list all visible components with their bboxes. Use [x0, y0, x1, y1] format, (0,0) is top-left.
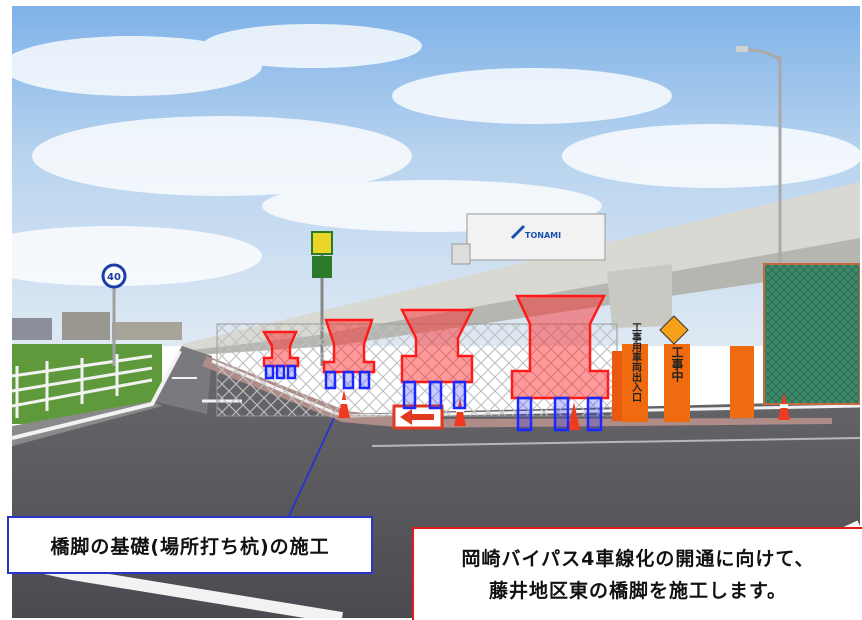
scaffold-mesh — [764, 264, 860, 404]
callout-leader-line — [287, 417, 335, 519]
announcement-callout: 岡崎バイパス4車線化の開通に向けて、 藤井地区東の橋脚を施工します。 — [412, 527, 862, 620]
distant-buildings — [12, 312, 182, 340]
truck: TONAMI — [451, 213, 606, 265]
svg-text:TONAMI: TONAMI — [525, 231, 561, 240]
street-light — [736, 46, 782, 276]
traffic-cones — [338, 390, 790, 430]
arrow-board — [392, 404, 444, 430]
guard-rail — [12, 354, 153, 418]
pier-foundation-callout: 橋脚の基礎(場所打ち杭)の施工 — [7, 516, 373, 574]
pier-foundation-label: 橋脚の基礎(場所打ち杭)の施工 — [50, 535, 330, 558]
announcement-line-2: 藤井地区東の橋脚を施工します。 — [488, 579, 788, 602]
pier-1 — [261, 330, 300, 368]
construction-signs: 工事用車両出入口 工事中 — [612, 315, 754, 422]
pier-4 — [510, 294, 610, 400]
pier-overlays — [261, 294, 610, 400]
svg-text:工事用車両出入口: 工事用車両出入口 — [630, 322, 643, 402]
svg-text:40: 40 — [107, 272, 121, 283]
shop-pole-sign — [311, 231, 333, 366]
svg-text:工事中: 工事中 — [670, 346, 684, 383]
speed-limit-sign: 40 — [101, 263, 127, 366]
pier-3 — [399, 308, 475, 384]
pile-overlays — [264, 364, 603, 432]
pier-2 — [322, 318, 376, 374]
announcement-line-1: 岡崎バイパス4車線化の開通に向けて、 — [461, 547, 815, 570]
